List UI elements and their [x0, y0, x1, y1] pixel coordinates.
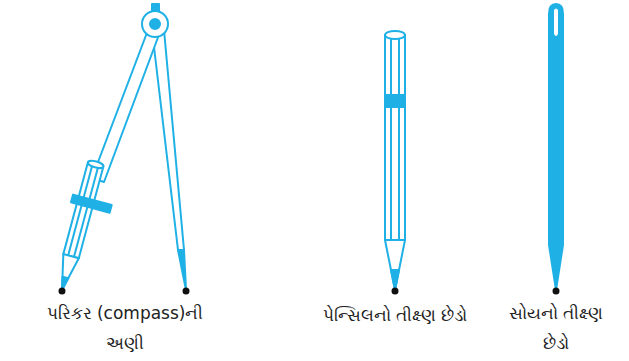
caption-label: પેન્સિલનો તીક્ષ્ણ છેડો [320, 300, 470, 330]
caption-label: સોયનો તીક્ષ્ણ છેડો [500, 298, 612, 358]
needle-drawing [549, 4, 563, 290]
caption-label: પરિકર (compass)ની અણી [30, 298, 220, 358]
tip-dots [59, 288, 560, 295]
compass-drawing [54, 4, 186, 292]
pencil-drawing [385, 31, 405, 290]
